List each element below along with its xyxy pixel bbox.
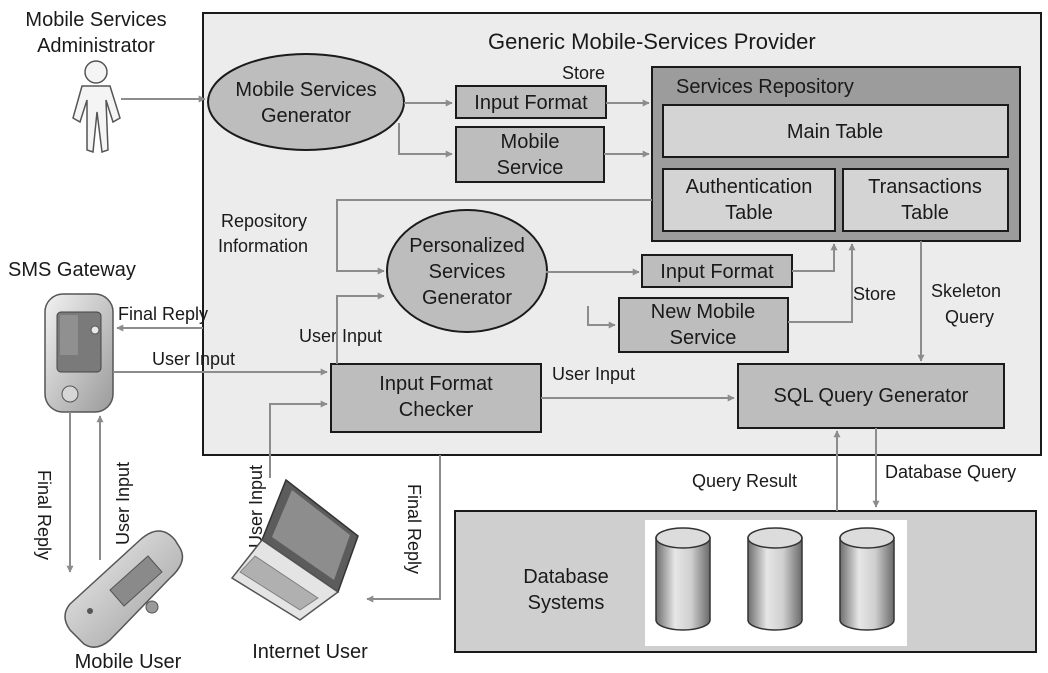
database-systems-line1: Database: [523, 566, 609, 588]
arrow-final-reply-internet: [366, 455, 441, 603]
auth-table-line2: Table: [725, 202, 773, 224]
skeleton-query-line2: Query: [945, 307, 994, 327]
authentication-table: [662, 168, 836, 232]
internet-user-label: Internet User: [252, 641, 368, 663]
mobile-services-generator: [207, 53, 405, 151]
admin-label-line2: Administrator: [37, 35, 155, 57]
main-table-label: Main Table: [787, 121, 883, 143]
repo-info-line1: Repository: [221, 211, 307, 231]
final-reply-sms-label: Final Reply: [118, 304, 208, 324]
database-systems-line2: Systems: [528, 592, 605, 614]
input-format-top-label: Input Format: [474, 92, 588, 114]
sql-query-generator-label: SQL Query Generator: [774, 385, 969, 407]
main-table: [662, 104, 1009, 158]
user-input-internet-label: User Input: [246, 465, 266, 548]
mobile-phone-icon: [64, 530, 184, 648]
database-query-label: Database Query: [885, 462, 1016, 482]
final-reply-internet-label: Final Reply: [404, 484, 424, 574]
sms-gateway-label: SMS Gateway: [8, 259, 136, 281]
arrow-internet-user-input: [269, 400, 328, 478]
user-input-sms-label: User Input: [152, 349, 235, 369]
sql-query-generator: [737, 363, 1005, 429]
checker-line1: Input Format: [379, 373, 493, 395]
personalized-line3: Generator: [422, 287, 512, 309]
store-mid-label: Store: [853, 284, 896, 304]
input-format-top: [455, 85, 607, 119]
sms-gateway-phone-icon: [44, 293, 114, 413]
trans-table-line1: Transactions: [868, 176, 982, 198]
transactions-table: [842, 168, 1009, 232]
database-cylinder-icon: [655, 527, 711, 631]
repository-title: Services Repository: [676, 76, 854, 98]
input-format-mid: [641, 254, 793, 288]
provider-title: Generic Mobile-Services Provider: [488, 29, 816, 54]
input-format-mid-label: Input Format: [660, 261, 774, 283]
arrow-input-format-store: [792, 243, 838, 272]
user-input-sql-label: User Input: [552, 364, 635, 384]
repo-info-line2: Information: [218, 236, 308, 256]
administrator-person-icon: [72, 60, 121, 154]
input-format-checker: [330, 363, 542, 433]
auth-table-line1: Authentication: [686, 176, 813, 198]
connectors: [66, 95, 925, 603]
laptop-icon: [230, 478, 359, 621]
generator-label-line2: Generator: [261, 105, 351, 127]
new-mobile-service-line2: Service: [670, 327, 737, 349]
generator-label-line1: Mobile Services: [235, 79, 376, 101]
personalized-line1: Personalized: [409, 235, 525, 257]
query-result-label: Query Result: [692, 471, 797, 491]
mobile-service-line1: Mobile: [501, 131, 560, 153]
admin-label-line1: Mobile Services: [25, 9, 166, 31]
user-input-mobile-label: User Input: [113, 462, 133, 545]
checker-line2: Checker: [399, 399, 474, 421]
arrow-repository-information: [336, 199, 652, 275]
skeleton-query-line1: Skeleton: [931, 281, 1001, 301]
arrow-checker-to-personalized: [336, 292, 385, 364]
new-mobile-service: [618, 297, 789, 353]
mobile-service-line2: Service: [497, 157, 564, 179]
mobile-user-label: Mobile User: [75, 651, 182, 673]
database-cylinder-icon: [839, 527, 895, 631]
arrow-generator-to-mobile-service: [398, 123, 453, 158]
personalized-line2: Services: [429, 261, 506, 283]
store-top-label: Store: [562, 63, 605, 83]
arrow-personalized-to-new-service: [587, 306, 616, 329]
mobile-service: [455, 126, 605, 183]
database-cylinder-icon: [747, 527, 803, 631]
arrow-new-service-store: [788, 243, 856, 323]
user-input-checker-top-label: User Input: [299, 326, 382, 346]
new-mobile-service-line1: New Mobile: [651, 301, 755, 323]
final-reply-mobile-label: Final Reply: [34, 470, 54, 560]
trans-table-line2: Table: [901, 202, 949, 224]
